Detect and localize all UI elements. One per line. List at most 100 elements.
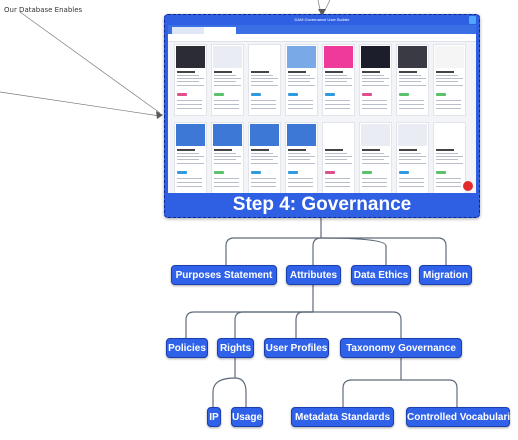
thumbnail-text-line [251, 186, 276, 187]
thumbnail-text-line [362, 100, 387, 101]
node-taxonomy-governance[interactable]: Taxonomy Governance [340, 338, 462, 358]
thumbnail-text-line [399, 108, 424, 109]
node-ip[interactable]: IP [207, 407, 221, 427]
thumbnail-text-line [214, 71, 232, 73]
node-metadata-standards[interactable]: Metadata Standards [291, 407, 394, 427]
thumbnail-text-line [177, 153, 199, 154]
thumbnail-text-line [325, 100, 350, 101]
node-migration[interactable]: Migration [419, 265, 472, 285]
thumbnail-text-line [325, 178, 350, 179]
thumbnail-text-line [251, 75, 273, 76]
thumbnail-text-line [177, 108, 202, 109]
thumbnail-text-line [288, 156, 315, 157]
node-purposes-statement[interactable]: Purposes Statement [171, 265, 277, 285]
node-policies[interactable]: Policies [166, 338, 208, 358]
board-thumbnail [359, 44, 392, 116]
board-icon[interactable] [469, 16, 476, 24]
node-usage[interactable]: Usage [231, 407, 263, 427]
board-thumbnail [174, 44, 207, 116]
thumbnail-text-line [177, 149, 195, 151]
thumbnail-tag [399, 93, 409, 96]
thumbnail-tag [177, 171, 187, 174]
thumbnail-text-line [251, 78, 278, 79]
thumbnail-image [250, 46, 279, 68]
thumbnail-text-line [214, 153, 236, 154]
node-data-ethics[interactable]: Data Ethics [351, 265, 411, 285]
thumbnail-text-line [436, 71, 454, 73]
thumbnail-text-line [399, 159, 421, 160]
tab-2 [204, 27, 236, 34]
thumbnail-text-line [288, 78, 315, 79]
thumbnail-image [435, 46, 464, 68]
board-thumbnail [211, 44, 244, 116]
thumbnail-tag [251, 171, 261, 174]
thumbnail-text-line [436, 81, 458, 82]
link-rights-ip [212, 377, 236, 407]
thumbnail-text-line [251, 108, 276, 109]
thumbnail-text-line [177, 159, 199, 160]
thumbnail-text-line [399, 149, 417, 151]
thumbnail-text-line [325, 149, 343, 151]
link-attributes-profiles [295, 311, 313, 338]
node-controlled-vocabularies[interactable]: Controlled Vocabularies [406, 407, 518, 427]
thumbnail-text-line [214, 81, 236, 82]
thumbnail-text-line [288, 108, 313, 109]
thumbnail-tag [288, 93, 298, 96]
thumbnail-text-line [436, 104, 461, 105]
link-branch-purposes [225, 237, 321, 265]
thumbnail-text-line [214, 85, 241, 86]
thumbnail-text-line [436, 178, 461, 179]
board-thumbnail [433, 122, 466, 193]
thumbnail-text-line [436, 75, 458, 76]
thumbnail-image [398, 124, 427, 146]
annotation-arrow [19, 11, 161, 114]
thumbnail-text-line [399, 75, 421, 76]
thumbnail-image [435, 124, 464, 146]
thumbnail-text-line [399, 104, 424, 105]
thumbnail-text-line [399, 71, 417, 73]
thumbnail-tag [325, 171, 335, 174]
thumbnail-tag [399, 171, 409, 174]
board-thumbnail [211, 122, 244, 193]
governance-card[interactable]: DAM Governance User Builder Step 4: Gove… [164, 14, 480, 218]
arrowhead-left [156, 111, 163, 119]
annotation-label: Our Database Enables [4, 6, 83, 14]
thumbnail-text-line [288, 153, 310, 154]
thumbnail-text-line [325, 186, 350, 187]
link-attributes-rights [234, 311, 313, 338]
board-screenshot [168, 25, 476, 193]
thumbnail-text-line [436, 182, 461, 183]
node-rights[interactable]: Rights [217, 338, 254, 358]
thumbnail-image [176, 124, 205, 146]
node-attributes[interactable]: Attributes [286, 265, 341, 285]
board-thumbnail [433, 44, 466, 116]
thumbnail-text-line [177, 81, 199, 82]
thumbnail-text-line [177, 100, 202, 101]
thumbnail-text-line [436, 163, 463, 164]
thumbnail-text-line [399, 178, 424, 179]
thumbnail-text-line [288, 182, 313, 183]
board-thumbnail [248, 122, 281, 193]
thumbnail-text-line [436, 100, 461, 101]
arrowhead-top [318, 9, 326, 16]
thumbnail-text-line [288, 178, 313, 179]
thumbnail-text-line [362, 85, 389, 86]
thumbnail-text-line [214, 182, 239, 183]
thumbnail-text-line [325, 182, 350, 183]
board-thumbnail [322, 122, 355, 193]
board-thumbnail [285, 44, 318, 116]
thumbnail-text-line [177, 163, 204, 164]
thumbnail-text-line [436, 108, 461, 109]
thumbnail-text-line [399, 163, 426, 164]
thumbnail-text-line [251, 156, 278, 157]
thumbnail-image [176, 46, 205, 68]
thumbnail-text-line [288, 186, 313, 187]
link-branch-ethics [320, 237, 387, 265]
tab-1 [172, 27, 204, 34]
thumbnail-text-line [214, 104, 239, 105]
node-user-profiles[interactable]: User Profiles [264, 338, 329, 358]
board-toolbar [168, 34, 476, 42]
thumbnail-text-line [436, 149, 454, 151]
thumbnail-text-line [362, 78, 389, 79]
thumbnail-image [213, 124, 242, 146]
